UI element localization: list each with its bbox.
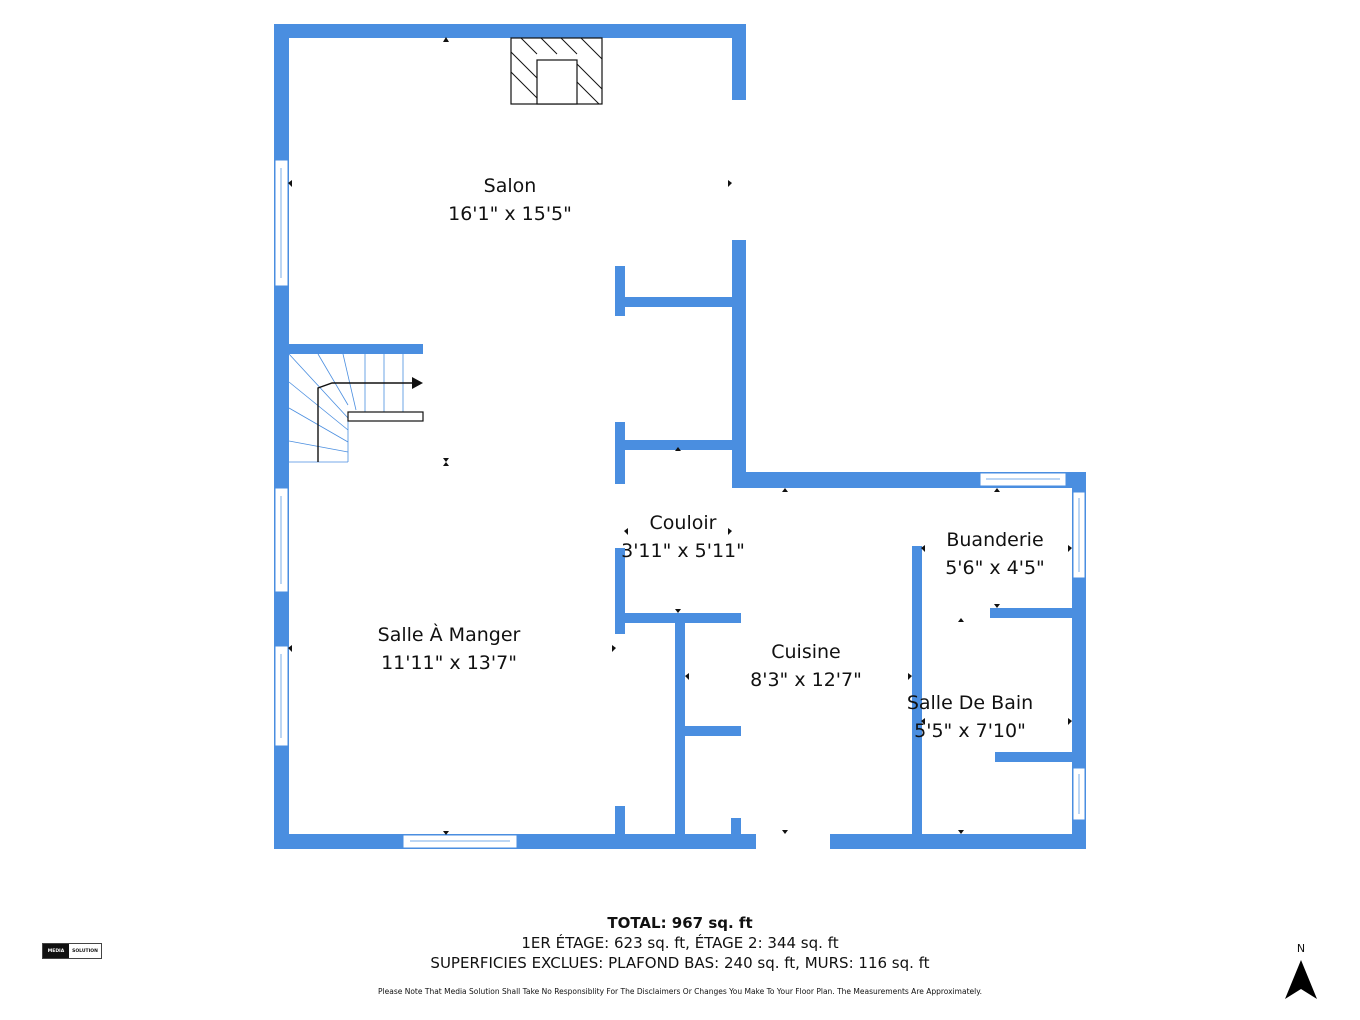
room-name-salle-de-bain: Salle De Bain [907, 692, 1033, 714]
dimension-markers [288, 37, 1072, 835]
room-dimensions-salle-de-bain: 5'5" x 7'10" [914, 720, 1026, 742]
north-label: N [1296, 942, 1306, 955]
room-labels: Salon 16'1" x 15'5" Salle À Manger 11'11… [378, 175, 1045, 742]
room-name-cuisine: Cuisine [771, 641, 841, 663]
room-dimensions-couloir: 3'11" x 5'11" [621, 540, 745, 562]
room-dimensions-buanderie: 5'6" x 4'5" [945, 557, 1045, 579]
openings [756, 608, 990, 849]
total-area: TOTAL: 967 sq. ft [607, 914, 753, 932]
north-compass: N [1284, 942, 1318, 1002]
room-dimensions-salon: 16'1" x 15'5" [448, 203, 572, 225]
staircase [288, 353, 424, 463]
floor-areas: 1ER ÉTAGE: 623 sq. ft, ÉTAGE 2: 344 sq. … [521, 934, 839, 952]
fireplace [510, 37, 603, 105]
excluded-areas: SUPERFICIES EXCLUES: PLAFOND BAS: 240 sq… [430, 954, 930, 972]
room-dimensions-cuisine: 8'3" x 12'7" [750, 669, 862, 691]
logo-part-media: MEDIA [43, 944, 69, 958]
room-name-salle-a-manger: Salle À Manger [378, 623, 521, 646]
room-name-buanderie: Buanderie [946, 529, 1043, 551]
logo-part-solution: SOLUTION [72, 948, 98, 954]
disclaimer: Please Note That Media Solution Shall Ta… [378, 987, 982, 996]
room-name-couloir: Couloir [650, 512, 717, 534]
media-solution-logo: MEDIA SOLUTION [42, 943, 102, 959]
north-arrow-icon [1285, 960, 1317, 999]
room-name-salon: Salon [484, 175, 537, 197]
room-dimensions-salle-a-manger: 11'11" x 13'7" [381, 652, 517, 674]
windows [274, 159, 1086, 849]
